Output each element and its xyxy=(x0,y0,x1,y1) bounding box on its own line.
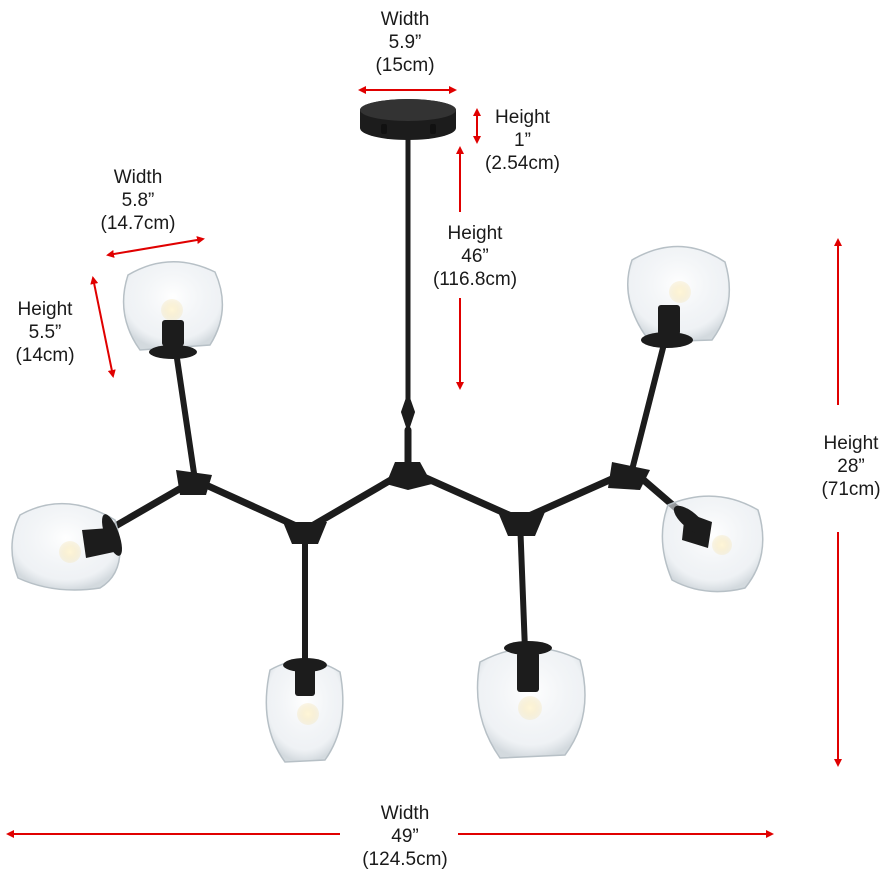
shade-height-imperial: 5.5” xyxy=(28,322,62,343)
shade-bottom-left xyxy=(265,658,344,763)
frame-joints xyxy=(176,462,650,544)
body-height-imperial: 28” xyxy=(837,456,865,477)
body-height-label: Height 28” (71cm) xyxy=(808,432,886,501)
shade-height-label: Height 5.5” (14cm) xyxy=(0,298,90,367)
overall-width-title: Width xyxy=(380,803,430,824)
rod-height-title: Height xyxy=(447,223,503,244)
canopy-width-title: Width xyxy=(380,9,430,30)
shade-width-imperial: 5.8” xyxy=(121,190,155,211)
dimension-arrows xyxy=(6,86,842,838)
rod-height-label: Height 46” (116.8cm) xyxy=(420,222,530,291)
canopy-height-metric: (2.54cm) xyxy=(485,153,560,174)
overall-width-label: Width 49” (124.5cm) xyxy=(345,802,465,871)
overall-width-metric: (124.5cm) xyxy=(362,849,448,870)
shade-bottom-right xyxy=(476,641,586,759)
shade-width-arrow xyxy=(106,236,205,258)
canopy-height-label: Height 1” (2.54cm) xyxy=(475,106,570,175)
overall-width-imperial: 49” xyxy=(391,826,419,847)
shade-top-right xyxy=(626,245,731,348)
shade-left xyxy=(11,502,122,591)
rod-height-imperial: 46” xyxy=(461,246,489,267)
canopy xyxy=(360,99,456,140)
rod-height-metric: (116.8cm) xyxy=(432,269,518,290)
shade-right xyxy=(661,495,764,593)
canopy-height-title: Height xyxy=(495,107,550,128)
shade-width-title: Width xyxy=(113,167,163,188)
canopy-height-imperial: 1” xyxy=(514,130,531,151)
shade-height-title: Height xyxy=(17,299,73,320)
canopy-width-label: Width 5.9” (15cm) xyxy=(355,8,455,77)
shade-height-arrow xyxy=(90,276,116,378)
canopy-width-imperial: 5.9” xyxy=(388,32,422,53)
shade-width-label: Width 5.8” (14.7cm) xyxy=(88,166,188,235)
shade-top-left xyxy=(122,261,224,359)
body-height-metric: (71cm) xyxy=(821,479,881,500)
shade-width-metric: (14.7cm) xyxy=(100,213,176,234)
shade-height-metric: (14cm) xyxy=(15,345,75,366)
body-height-title: Height xyxy=(823,433,879,454)
fixture-frame xyxy=(108,125,694,668)
canopy-width-metric: (15cm) xyxy=(375,55,435,76)
